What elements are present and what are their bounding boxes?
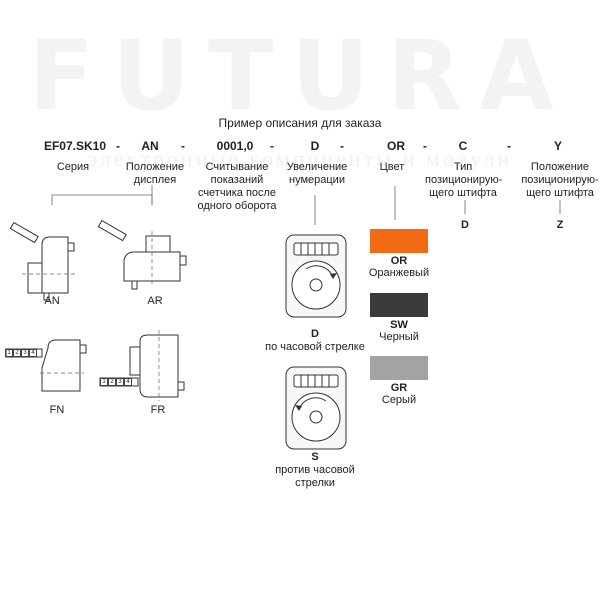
code-separator: - — [423, 139, 427, 153]
direction-label-d: по часовой стрелке — [265, 341, 365, 353]
color-swatch-gray — [370, 356, 428, 380]
header-color: Цвет — [379, 161, 405, 173]
variant-label-fr: FR — [150, 404, 166, 416]
color-code-gr: GR — [390, 382, 408, 394]
counter-digit: 1 — [100, 378, 108, 386]
variant-label-fn: FN — [49, 404, 65, 416]
variant-label-an: AN — [44, 295, 60, 307]
code-separator: - — [270, 139, 274, 153]
header-series: Серия — [56, 161, 90, 173]
watermark-subtitle: электронные компоненты и модули — [87, 146, 513, 171]
counter-digit: 2 — [13, 349, 21, 357]
variant-ar-drawing — [97, 219, 187, 290]
counter-digit: 1 — [5, 349, 13, 357]
code-display: AN — [141, 139, 159, 153]
code-reading: 0001,0 — [216, 139, 254, 153]
variant-fn-drawing — [5, 339, 87, 392]
device-counterclockwise — [285, 366, 347, 450]
arrow-clockwise-icon — [330, 273, 337, 279]
counter-digit: 2 — [108, 378, 116, 386]
code-separator: - — [340, 139, 344, 153]
code-series: EF07.SK10 — [43, 139, 107, 153]
counter-digit: 3 — [116, 378, 124, 386]
color-leader-line — [394, 186, 396, 220]
counter-digit: 3 — [21, 349, 29, 357]
color-code-sw: SW — [390, 319, 408, 331]
color-swatch-orange — [370, 229, 428, 253]
counter-digit: 4 — [124, 378, 132, 386]
header-pin-type: Тип позиционирую-щего штифта — [425, 161, 503, 199]
code-separator: - — [507, 139, 511, 153]
diagram-title: Пример описания для заказа — [218, 116, 382, 130]
variant-an-drawing — [9, 221, 75, 301]
header-display: Положение дисплея — [125, 161, 185, 186]
code-direction: D — [310, 139, 320, 153]
pin-leader-lines — [464, 200, 561, 214]
counter-digit: 4 — [29, 349, 37, 357]
code-separator: - — [181, 139, 185, 153]
color-swatch-black — [370, 293, 428, 317]
color-label-sw: Черный — [379, 331, 419, 343]
pin-type-value: D — [461, 219, 469, 231]
direction-diagram — [285, 195, 347, 450]
header-reading: Считывание показаний счетчика после одно… — [197, 161, 277, 212]
code-separator: - — [116, 139, 120, 153]
color-label-gr: Серый — [381, 394, 417, 406]
code-color: OR — [387, 139, 405, 153]
variant-label-ar: AR — [147, 295, 163, 307]
code-pin-position: Y — [553, 139, 562, 153]
variant-fr-drawing — [99, 334, 185, 398]
display-positions-diagram — [5, 185, 187, 401]
color-code-or: OR — [390, 255, 408, 267]
device-clockwise — [285, 234, 347, 318]
arrow-counterclockwise-icon — [295, 405, 302, 411]
watermark: FUTURA — [28, 20, 572, 132]
code-pin-type: C — [458, 139, 468, 153]
header-direction: Увеличение нумерации — [286, 161, 348, 186]
header-pin-position: Положение позиционирую-щего штифта — [521, 161, 599, 199]
direction-code-d: D — [311, 328, 319, 340]
pin-position-value: Z — [556, 219, 564, 231]
direction-label-s: против часовой стрелки — [275, 464, 355, 489]
color-label-or: Оранжевый — [368, 267, 430, 279]
direction-code-s: S — [311, 451, 319, 463]
